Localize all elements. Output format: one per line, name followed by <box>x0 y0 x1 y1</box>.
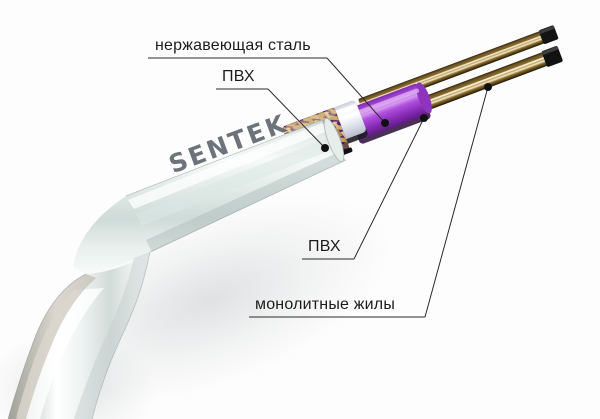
leader-dot-icon-stainless-steel <box>381 119 389 127</box>
conductor-upper-tip-sheen <box>539 25 555 34</box>
callout-label-pvc-inner: ПВХ <box>308 238 341 255</box>
jacket-specular <box>128 123 327 209</box>
tail-outline-right <box>91 251 151 419</box>
pvc-inner-highlight <box>351 88 420 117</box>
callout-label-stainless-steel: нержавеющая сталь <box>155 37 311 54</box>
pvc-inner-layer <box>348 82 432 144</box>
conductor-lower-tip-sheen <box>541 46 559 55</box>
callout-leaders <box>148 57 489 318</box>
callout-label-solid-cores: монолитные жилы <box>255 296 396 313</box>
leader-dot-icon-solid-cores <box>484 83 492 91</box>
cable-tail <box>7 251 151 419</box>
conductor-upper-highlight <box>359 31 553 105</box>
jacket-outline <box>125 119 347 253</box>
jacket-end-face-outline <box>323 117 345 163</box>
callout-leader-pvc-outer <box>267 88 326 149</box>
callout-leader-dots <box>321 83 492 152</box>
jacket-midtone <box>136 137 336 226</box>
leader-dot-icon-pvc-inner <box>420 114 428 122</box>
tail-left-shade <box>8 274 96 419</box>
tail-specular <box>16 288 104 419</box>
leader-dot-icon-pvc-outer <box>321 144 329 152</box>
callout-leader-solid-cores <box>424 86 489 318</box>
outer-jacket <box>73 117 347 274</box>
pvc-inner-end-face <box>416 82 432 114</box>
braid-highlight <box>283 109 337 134</box>
tail-right-shade <box>74 252 150 419</box>
jacket-lower-shade <box>146 152 346 252</box>
callout-leader-pvc-inner <box>353 117 425 260</box>
callout-leader-stainless-steel <box>326 57 386 124</box>
jacket-end-face <box>324 118 344 162</box>
callout-label-pvc-outer: ПВХ <box>222 68 255 85</box>
pvc-inner-body <box>348 83 429 139</box>
tail-outline-left <box>7 273 87 419</box>
